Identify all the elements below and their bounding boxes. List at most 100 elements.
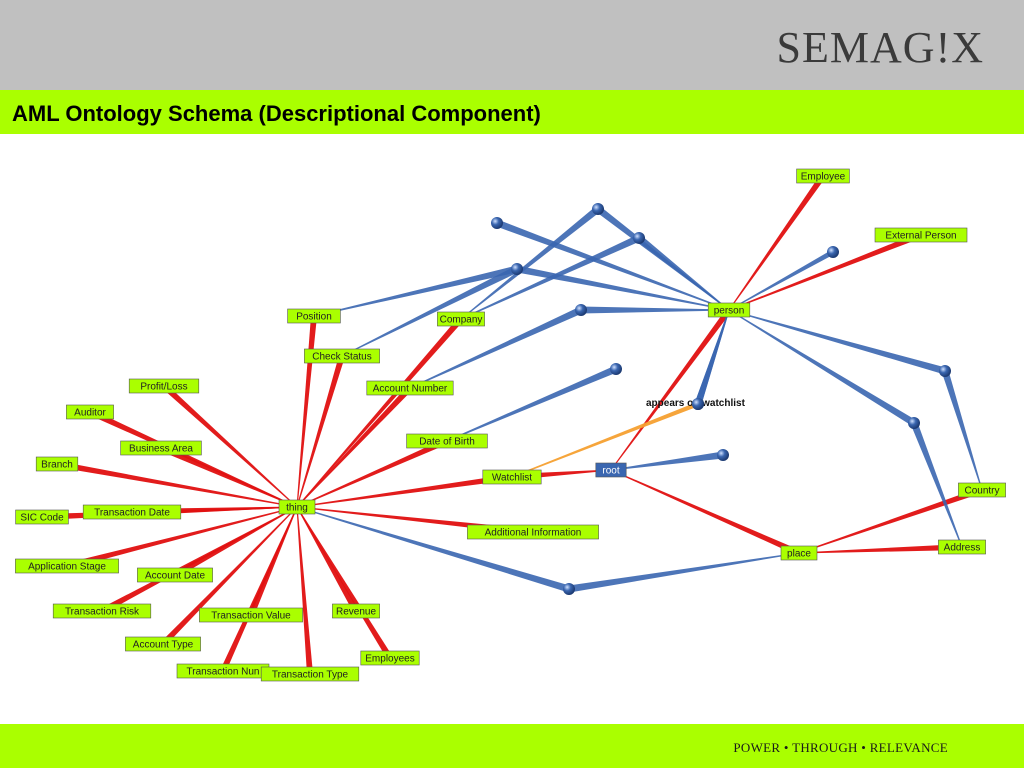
- header-band: [0, 0, 1024, 90]
- edges-layer: [41, 174, 983, 675]
- edge-company-b2: [460, 206, 601, 320]
- node-transaction_value[interactable]: Transaction Value: [199, 607, 303, 623]
- node-label-account_type: Account Type: [133, 640, 194, 651]
- node-watchlist[interactable]: Watchlist: [482, 469, 542, 485]
- node-branch[interactable]: Branch: [35, 456, 79, 472]
- node-employee[interactable]: Employee: [796, 168, 850, 184]
- edge-person-b10: [728, 309, 946, 375]
- node-box-sic_code: [15, 509, 69, 525]
- node-label-employee: Employee: [801, 172, 846, 183]
- slide-title: AML Ontology Schema (Descriptional Compo…: [12, 101, 541, 126]
- node-box-company: [437, 311, 485, 327]
- node-transaction_date[interactable]: Transaction Date: [82, 504, 182, 520]
- node-position[interactable]: Position: [287, 308, 341, 324]
- node-thing[interactable]: thing: [278, 499, 316, 515]
- edge-date_of_birth-b7: [446, 365, 618, 442]
- edge-thing-check_status: [296, 355, 345, 508]
- node-box-transaction_risk: [52, 603, 152, 619]
- node-profit_loss[interactable]: Profit/Loss: [128, 378, 200, 394]
- node-box-country: [958, 482, 1006, 498]
- node-external_person[interactable]: External Person: [874, 227, 968, 243]
- node-transaction_type[interactable]: Transaction Type: [260, 666, 360, 682]
- node-revenue[interactable]: Revenue: [332, 603, 380, 619]
- node-box-employee: [796, 168, 850, 184]
- node-account_type[interactable]: Account Type: [125, 636, 201, 652]
- node-transaction_number[interactable]: Transaction Nun: [176, 663, 270, 679]
- edge-thing-account_number: [296, 385, 413, 508]
- node-label-business_area: Business Area: [129, 444, 193, 455]
- node-country[interactable]: Country: [958, 482, 1006, 498]
- node-box-address: [938, 539, 986, 555]
- node-person[interactable]: person: [707, 302, 751, 318]
- node-application_stage[interactable]: Application Stage: [15, 558, 119, 574]
- node-box-account_date: [137, 567, 213, 583]
- node-transaction_risk[interactable]: Transaction Risk: [52, 603, 152, 619]
- edge-thing-business_area: [159, 445, 298, 508]
- node-label-profit_loss: Profit/Loss: [140, 382, 187, 393]
- ball-node-b11[interactable]: [908, 417, 920, 429]
- edge-person-employee: [728, 174, 826, 311]
- node-box-place: [780, 545, 818, 561]
- edge-check_status-b4: [341, 265, 519, 357]
- edge-position-b4: [313, 265, 518, 317]
- node-label-transaction_type: Transaction Type: [272, 670, 349, 681]
- edge-country-b10: [941, 370, 983, 491]
- node-check_status[interactable]: Check Status: [304, 348, 380, 364]
- node-place[interactable]: place: [780, 545, 818, 561]
- node-sic_code[interactable]: SIC Code: [15, 509, 69, 525]
- ball-node-b2[interactable]: [592, 203, 604, 215]
- edge-thing-account_type: [160, 506, 298, 647]
- node-label-transaction_date: Transaction Date: [94, 508, 170, 519]
- node-label-additional_information: Additional Information: [485, 528, 582, 539]
- node-label-check_status: Check Status: [312, 352, 371, 363]
- node-company[interactable]: Company: [437, 311, 485, 327]
- ball-node-b5[interactable]: [827, 246, 839, 258]
- edge-person-b5: [728, 249, 835, 311]
- node-account_date[interactable]: Account Date: [137, 567, 213, 583]
- node-box-position: [287, 308, 341, 324]
- node-label-revenue: Revenue: [336, 607, 376, 618]
- ball-node-b10[interactable]: [939, 365, 951, 377]
- node-label-person: person: [714, 306, 745, 317]
- edge-thing-profit_loss: [162, 383, 298, 508]
- node-address[interactable]: Address: [938, 539, 986, 555]
- node-label-transaction_risk: Transaction Risk: [65, 607, 140, 618]
- node-additional_information[interactable]: Additional Information: [467, 524, 599, 540]
- ball-node-b3[interactable]: [633, 232, 645, 244]
- node-date_of_birth[interactable]: Date of Birth: [406, 433, 488, 449]
- node-label-place: place: [787, 549, 811, 560]
- ball-node-b13[interactable]: [563, 583, 575, 595]
- node-label-account_date: Account Date: [145, 571, 205, 582]
- node-auditor[interactable]: Auditor: [66, 404, 114, 420]
- edge-person-external_person: [728, 232, 923, 311]
- ball-node-b9[interactable]: [692, 398, 704, 410]
- edge-thing-transaction_risk: [100, 506, 298, 614]
- node-employees[interactable]: Employees: [360, 650, 420, 666]
- title-band: [0, 90, 1024, 134]
- node-label-account_number: Account Number: [373, 384, 448, 395]
- node-account_number[interactable]: Account Number: [366, 380, 454, 396]
- node-label-position: Position: [296, 312, 332, 323]
- ball-node-b6[interactable]: [575, 304, 587, 316]
- node-box-branch: [35, 456, 79, 472]
- edge-watchlist-b9: [511, 401, 699, 478]
- edge-address-b11: [910, 421, 963, 548]
- ball-node-b1[interactable]: [491, 217, 503, 229]
- node-box-transaction_type: [260, 666, 360, 682]
- edge-thing-application_stage: [66, 506, 298, 569]
- node-business_area[interactable]: Business Area: [120, 440, 202, 456]
- company-logo: SEMAG!X: [776, 23, 984, 72]
- edge-thing-account_date: [173, 506, 298, 578]
- ball-node-b4[interactable]: [511, 263, 523, 275]
- ball-node-b7[interactable]: [610, 363, 622, 375]
- node-label-country: Country: [964, 486, 999, 497]
- ball-node-b12[interactable]: [717, 449, 729, 461]
- node-label-auditor: Auditor: [74, 408, 106, 419]
- edge-place-b13: [568, 552, 800, 593]
- node-label-transaction_value: Transaction Value: [211, 611, 291, 622]
- node-label-transaction_number: Transaction Nun: [187, 667, 260, 678]
- node-box-root: [595, 462, 627, 478]
- node-label-watchlist: Watchlist: [492, 473, 532, 484]
- node-root[interactable]: root: [595, 462, 627, 478]
